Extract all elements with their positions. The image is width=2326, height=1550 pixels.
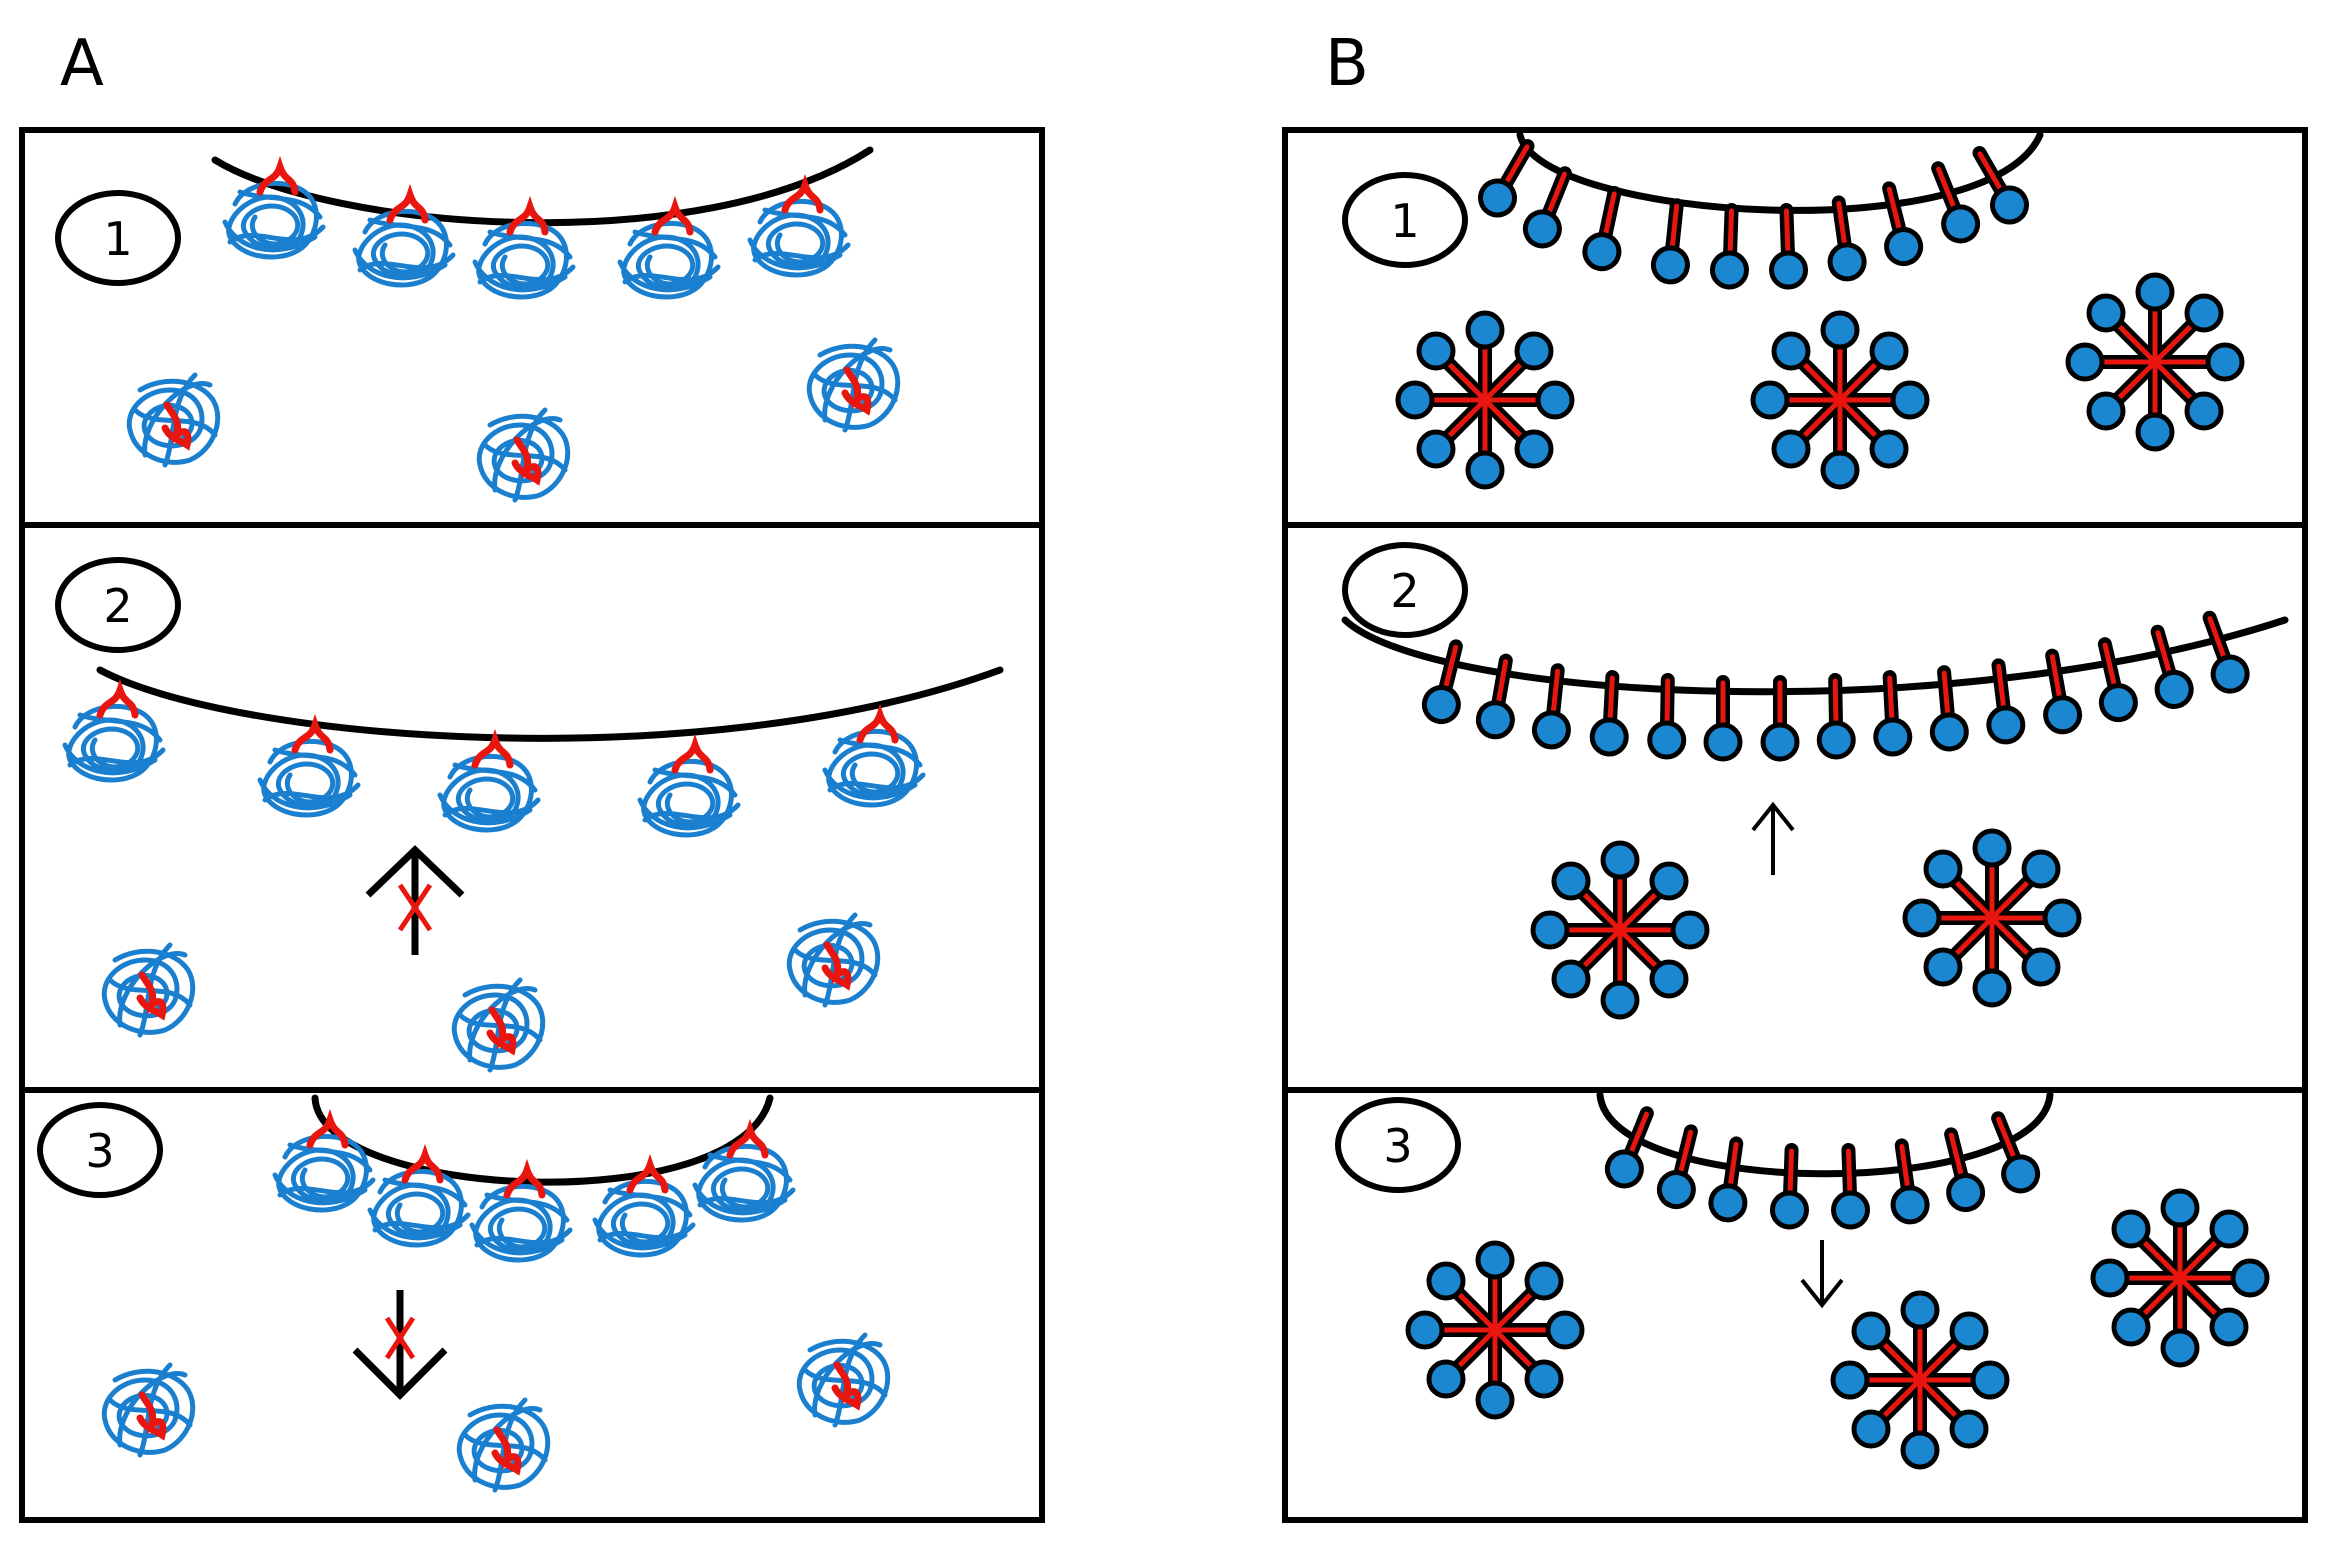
step-number: 2	[103, 579, 132, 633]
arrow-up-icon	[365, 845, 465, 955]
tangled-protein-icon	[479, 410, 567, 500]
step-oval	[37, 1102, 163, 1198]
lipid-icon	[1582, 189, 1631, 271]
step-number: 1	[1390, 194, 1419, 248]
micelle-icon	[1533, 843, 1707, 1017]
arrow-up-icon	[1751, 801, 1795, 875]
tangled-protein-icon	[799, 1335, 887, 1425]
panel-a-step3-box	[19, 1087, 1045, 1523]
micelle-icon	[2068, 275, 2242, 449]
tangled-protein-icon	[809, 340, 897, 430]
micelle-icon	[1833, 1293, 2007, 1467]
lipid-icon	[1831, 1149, 1868, 1227]
lipid-icon	[1772, 1149, 1809, 1227]
membrane-curve	[311, 1094, 774, 1186]
step-number: 1	[103, 212, 132, 266]
panel-b-letter: B	[1325, 27, 1369, 101]
lipid-icon	[2141, 627, 2195, 710]
step-oval	[55, 190, 181, 286]
micelle-icon	[1398, 313, 1572, 487]
membrane-curve	[1516, 131, 2044, 214]
tangled-protein-icon	[275, 1120, 373, 1210]
panel-a-letter: A	[60, 27, 104, 101]
lipid-icon	[2194, 612, 2252, 696]
tangled-protein-icon	[129, 375, 217, 465]
micelle-icon	[1408, 1243, 1582, 1417]
membrane-curve	[96, 666, 1004, 742]
arrow-down-icon	[1800, 1240, 1844, 1309]
lipid-icon	[1652, 203, 1694, 283]
lipid-icon	[1873, 184, 1925, 267]
lipid-icon	[1769, 209, 1806, 287]
tangled-protein-icon	[825, 715, 923, 805]
red-x-icon	[384, 1316, 416, 1360]
red-x-icon	[397, 883, 433, 932]
tangled-protein-icon	[789, 915, 877, 1005]
lipid-icon	[1935, 1130, 1987, 1213]
tangled-protein-icon	[454, 980, 542, 1070]
tangled-protein-icon	[695, 1130, 793, 1220]
lipid-icon	[1656, 1127, 1708, 1210]
lipid-icon	[2035, 653, 2082, 735]
panel-b-step3: 3	[1335, 1091, 2267, 1467]
step-oval	[1342, 542, 1468, 638]
tangled-protein-icon	[370, 1155, 468, 1245]
step-oval	[55, 557, 181, 653]
step-oval	[1342, 172, 1468, 268]
step-number: 3	[1383, 1119, 1412, 1173]
micelle-icon	[1753, 313, 1927, 487]
step-number: 2	[1390, 564, 1419, 618]
membrane-curve	[1341, 616, 2289, 696]
lipid-icon	[1712, 209, 1749, 287]
lipid-icon	[1709, 1141, 1753, 1222]
panel-b-step3-box	[1282, 1087, 2308, 1523]
panel-a-step3: 3	[37, 1094, 888, 1490]
tangled-protein-icon	[640, 745, 738, 835]
step-oval	[1335, 1097, 1461, 1193]
tangled-protein-icon	[440, 740, 538, 830]
micelle-icon	[2093, 1191, 2267, 1365]
panel-b-step1: 1	[1342, 131, 2242, 487]
tangled-protein-icon	[459, 1400, 547, 1490]
step-number: 3	[85, 1124, 114, 1178]
lipid-icon	[1922, 162, 1982, 246]
lipid-icon	[1474, 138, 1542, 222]
panel-a-step1: 1	[55, 146, 898, 500]
membrane-curve	[1596, 1091, 2054, 1178]
tangled-protein-icon	[260, 725, 358, 815]
tangled-protein-icon	[65, 690, 163, 780]
panel-a-step2: 2	[55, 557, 1004, 1070]
tangled-protein-icon	[225, 167, 323, 257]
lipid-icon	[2088, 640, 2138, 723]
tangled-protein-icon	[104, 945, 192, 1035]
micelle-icon	[1905, 831, 2079, 1005]
tangled-protein-icon	[104, 1365, 192, 1455]
panel-b-step2: 2	[1341, 542, 2289, 1017]
lipid-icon	[1885, 1143, 1929, 1224]
